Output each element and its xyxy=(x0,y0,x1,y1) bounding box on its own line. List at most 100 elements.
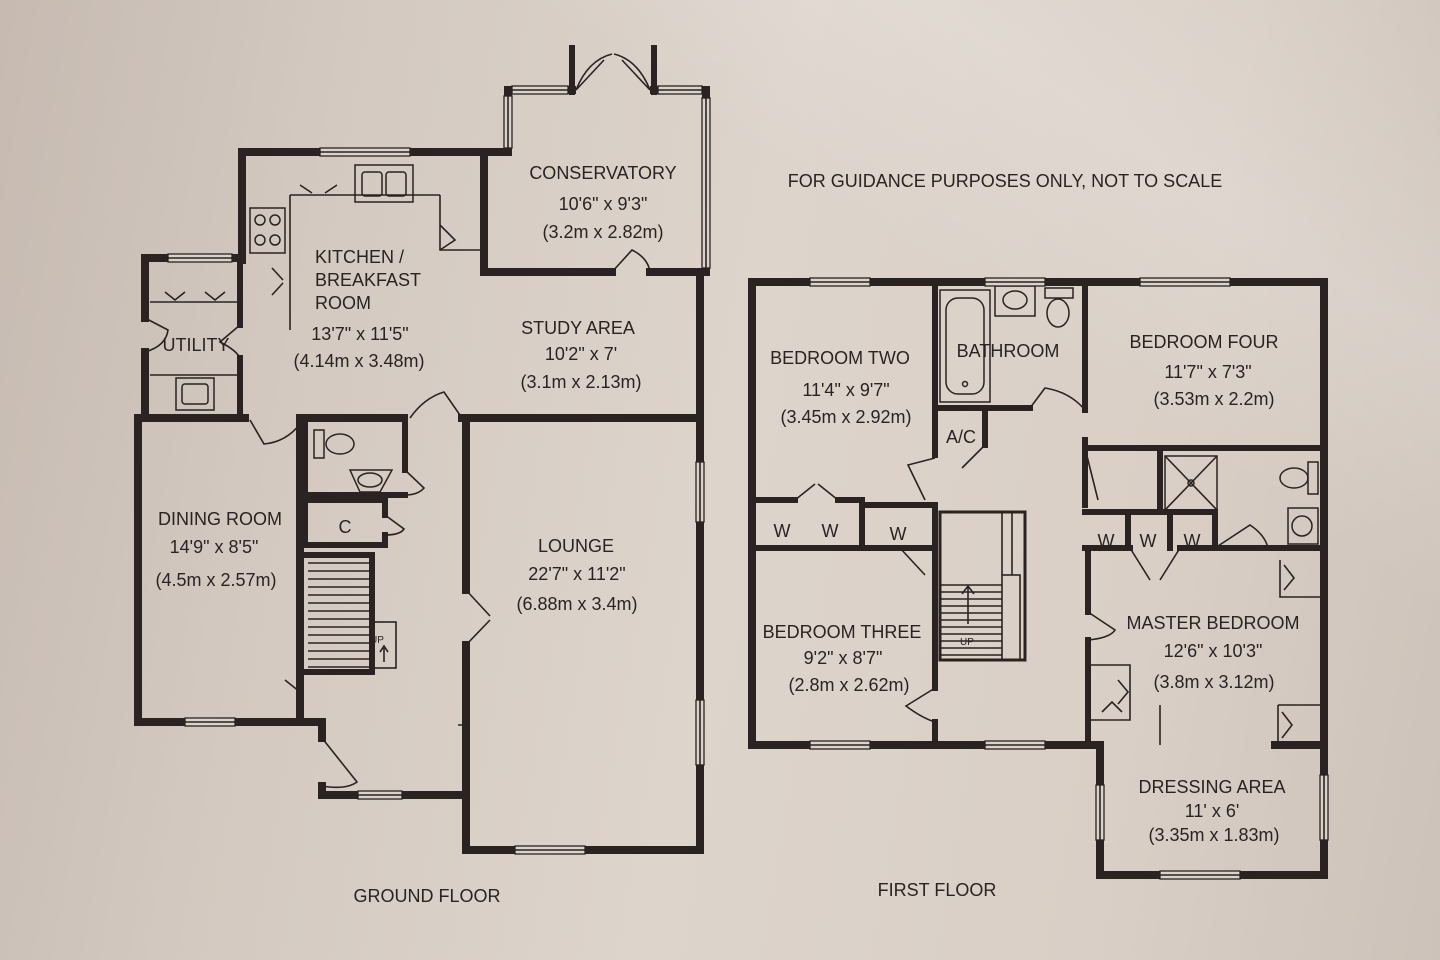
sink-bowl xyxy=(181,383,209,405)
ground-floor-internal-walls xyxy=(237,259,408,675)
ground-stairs-label: UP xyxy=(370,635,384,646)
kitchen-worktops xyxy=(271,184,484,330)
kitchen-name-line-2: BREAKFAST xyxy=(315,270,421,290)
dining-room-imperial: 14'9" x 8'5" xyxy=(170,537,259,557)
bedroom-four-metric: (3.53m x 2.2m) xyxy=(1153,389,1274,409)
toilet-bowl xyxy=(1046,298,1070,328)
dining-room-metric: (4.5m x 2.57m) xyxy=(155,570,276,590)
toilet-bowl xyxy=(325,433,355,455)
utility-sink-icon xyxy=(175,377,215,411)
toilet-cistern xyxy=(1044,287,1074,299)
shower-icon xyxy=(1164,455,1218,511)
bathroom-toilet-icon xyxy=(1044,287,1074,328)
sink-bowl xyxy=(385,171,407,197)
kitchen-name-line-1: KITCHEN / xyxy=(315,247,404,267)
window-glazing xyxy=(168,89,707,851)
hob-ring xyxy=(269,214,281,226)
bedroom-three-metric: (2.8m x 2.62m) xyxy=(788,675,909,695)
kitchen-name-line-3: ROOM xyxy=(315,293,371,313)
shower-drain xyxy=(1187,479,1195,487)
toilet-cistern xyxy=(313,429,325,459)
wc-toilet-icon xyxy=(313,429,355,459)
wardrobe-label: W xyxy=(822,521,839,541)
sink-outline xyxy=(175,377,215,411)
stair-arrow-icon xyxy=(379,644,389,662)
basin-outline xyxy=(1287,507,1319,545)
door-swings-ground xyxy=(144,249,651,789)
first-stair-treads xyxy=(940,512,1013,656)
stair-banister xyxy=(1001,574,1021,661)
windows-first xyxy=(809,277,1329,880)
shower-tray xyxy=(1164,455,1218,511)
first-stairwell xyxy=(938,510,1027,662)
wardrobe-label: W xyxy=(1184,531,1201,551)
dressing-area-metric: (3.35m x 1.83m) xyxy=(1148,825,1279,845)
study-area-name: STUDY AREA xyxy=(521,318,635,338)
hob-icon xyxy=(249,207,286,254)
lounge-metric: (6.88m x 3.4m) xyxy=(516,594,637,614)
study-area-metric: (3.1m x 2.13m) xyxy=(520,372,641,392)
ensuite-basin-icon xyxy=(1287,507,1319,545)
airing-cupboard-label: A/C xyxy=(946,427,976,447)
first-floor-outer-walls xyxy=(748,278,1328,879)
first-floor-plan: BEDROOM TWO 11'4" x 9'7" (3.45m x 2.92m)… xyxy=(748,277,1329,900)
utility-name: UTILITY xyxy=(162,335,229,355)
ground-floor-title: GROUND FLOOR xyxy=(353,886,500,906)
bedroom-three-imperial: 9'2" x 8'7" xyxy=(804,648,883,668)
french-door-swings xyxy=(575,53,651,91)
stair-arrow-icon xyxy=(961,584,975,624)
toilet-bowl xyxy=(1279,467,1309,489)
kitchen-metric: (4.14m x 3.48m) xyxy=(293,351,424,371)
ensuite-toilet-icon xyxy=(1279,461,1319,495)
lounge-imperial: 22'7" x 11'2" xyxy=(528,564,625,584)
lounge-name: LOUNGE xyxy=(538,536,614,556)
wardrobe-label: W xyxy=(1098,531,1115,551)
first-floor-internal-walls xyxy=(749,279,1327,748)
wardrobe-label: W xyxy=(890,524,907,544)
utility-worktops xyxy=(150,291,238,376)
wardrobe-label: W xyxy=(1140,531,1157,551)
bedroom-three-name: BEDROOM THREE xyxy=(763,622,922,642)
bedroom-two-metric: (3.45m x 2.92m) xyxy=(780,407,911,427)
master-bedroom-metric: (3.8m x 3.12m) xyxy=(1153,672,1274,692)
first-stairs-label: UP xyxy=(960,637,974,648)
bathroom-name: BATHROOM xyxy=(957,341,1060,361)
dressing-area-imperial: 11' x 6' xyxy=(1185,801,1240,821)
ground-floor-plan: CONSERVATORY 10'6" x 9'3" (3.2m x 2.82m)… xyxy=(134,45,711,906)
french-doors xyxy=(569,45,657,95)
conservatory-metric: (3.2m x 2.82m) xyxy=(542,222,663,242)
kitchen-sink-icon xyxy=(354,164,414,203)
door-swings-first xyxy=(794,387,1322,745)
basin-bowl xyxy=(1291,515,1313,537)
hob-ring xyxy=(254,234,266,246)
dining-room-name: DINING ROOM xyxy=(158,509,282,529)
hob-ring xyxy=(254,214,266,226)
bath-outline xyxy=(939,289,991,403)
bath-icon xyxy=(939,289,991,403)
sink-outline xyxy=(354,164,414,203)
basin-outline xyxy=(348,469,394,493)
bedroom-four-imperial: 11'7" x 7'3" xyxy=(1164,362,1251,382)
bedroom-two-imperial: 11'4" x 9'7" xyxy=(802,380,889,400)
conservatory-name: CONSERVATORY xyxy=(529,163,676,183)
wc-basin-icon xyxy=(348,469,394,493)
shower-tray-lines xyxy=(1164,455,1218,511)
bath-drain xyxy=(961,380,969,388)
study-area-imperial: 10'2" x 7' xyxy=(545,344,617,364)
dressing-area-name: DRESSING AREA xyxy=(1138,777,1285,797)
ground-stair-treads xyxy=(308,562,370,668)
first-floor-title: FIRST FLOOR xyxy=(878,880,997,900)
cupboard-label: C xyxy=(339,517,352,537)
guidance-note: FOR GUIDANCE PURPOSES ONLY, NOT TO SCALE xyxy=(788,171,1222,191)
windows-ground xyxy=(167,85,711,855)
conservatory-imperial: 10'6" x 9'3" xyxy=(559,194,648,214)
stair-landing xyxy=(371,621,397,669)
master-bedroom-imperial: 12'6" x 10'3" xyxy=(1164,641,1263,661)
basin-bowl xyxy=(357,472,383,488)
wardrobe-label: W xyxy=(774,521,791,541)
sink-bowl xyxy=(361,171,383,197)
master-bedroom-name: MASTER BEDROOM xyxy=(1126,613,1299,633)
kitchen-imperial: 13'7" x 11'5" xyxy=(311,324,408,344)
window-glazing xyxy=(810,281,1325,876)
